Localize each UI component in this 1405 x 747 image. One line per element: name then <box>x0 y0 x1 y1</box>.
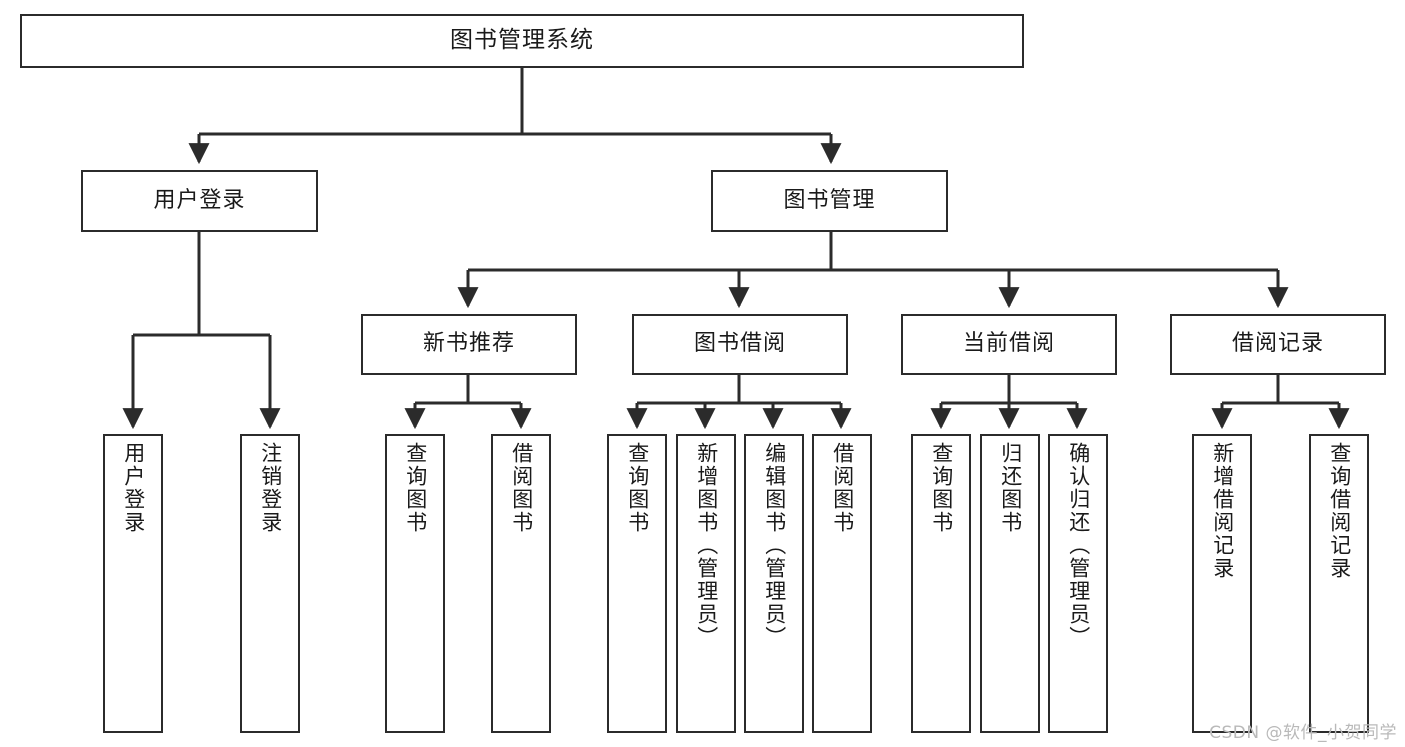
leaf-current-borrow-0[interactable]: 查询图书 <box>911 434 971 733</box>
node-current-borrow[interactable]: 当前借阅 <box>901 314 1117 375</box>
leaf-label: 借阅图书 <box>509 442 534 534</box>
leaf-borrow-record-0[interactable]: 新增借阅记录 <box>1192 434 1252 733</box>
node-label: 图书管理 <box>783 187 876 213</box>
leaf-current-borrow-2[interactable]: 确认归还（管理员） <box>1048 434 1108 733</box>
leaf-new-book-rec-1[interactable]: 借阅图书 <box>491 434 551 733</box>
leaf-book-borrow-2[interactable]: 编辑图书（管理员） <box>744 434 804 733</box>
leaf-label: 新增图书（管理员） <box>694 442 719 649</box>
leaf-label: 查询借阅记录 <box>1327 442 1352 580</box>
node-book-manage[interactable]: 图书管理 <box>711 170 948 232</box>
leaf-label: 新增借阅记录 <box>1210 442 1235 580</box>
leaf-label: 归还图书 <box>998 442 1023 534</box>
leaf-label: 编辑图书（管理员） <box>762 442 787 649</box>
node-label: 当前借阅 <box>962 331 1055 357</box>
leaf-user-login-0[interactable]: 用户登录 <box>103 434 163 733</box>
node-book-borrow[interactable]: 图书借阅 <box>632 314 848 375</box>
leaf-book-borrow-0[interactable]: 查询图书 <box>607 434 667 733</box>
leaf-user-login-1[interactable]: 注销登录 <box>240 434 300 733</box>
leaf-book-borrow-3[interactable]: 借阅图书 <box>812 434 872 733</box>
node-label: 用户登录 <box>153 187 246 213</box>
leaf-label: 借阅图书 <box>830 442 855 534</box>
leaf-label: 注销登录 <box>258 442 283 534</box>
node-label: 新书推荐 <box>422 331 515 357</box>
leaf-book-borrow-1[interactable]: 新增图书（管理员） <box>676 434 736 733</box>
leaf-borrow-record-1[interactable]: 查询借阅记录 <box>1309 434 1369 733</box>
watermark-text: CSDN @软件_小贺同学 <box>1209 723 1397 743</box>
leaf-label: 查询图书 <box>929 442 954 534</box>
leaf-new-book-rec-0[interactable]: 查询图书 <box>385 434 445 733</box>
node-label: 借阅记录 <box>1231 331 1324 357</box>
node-user-login[interactable]: 用户登录 <box>81 170 318 232</box>
leaf-label: 确认归还（管理员） <box>1066 442 1091 649</box>
node-label: 图书借阅 <box>693 331 786 357</box>
node-label: 图书管理系统 <box>450 27 594 54</box>
leaf-label: 用户登录 <box>121 442 146 534</box>
node-root-system[interactable]: 图书管理系统 <box>20 14 1024 68</box>
node-borrow-record[interactable]: 借阅记录 <box>1170 314 1386 375</box>
leaf-label: 查询图书 <box>625 442 650 534</box>
node-new-book-recommend[interactable]: 新书推荐 <box>361 314 577 375</box>
leaf-current-borrow-1[interactable]: 归还图书 <box>980 434 1040 733</box>
leaf-label: 查询图书 <box>403 442 428 534</box>
